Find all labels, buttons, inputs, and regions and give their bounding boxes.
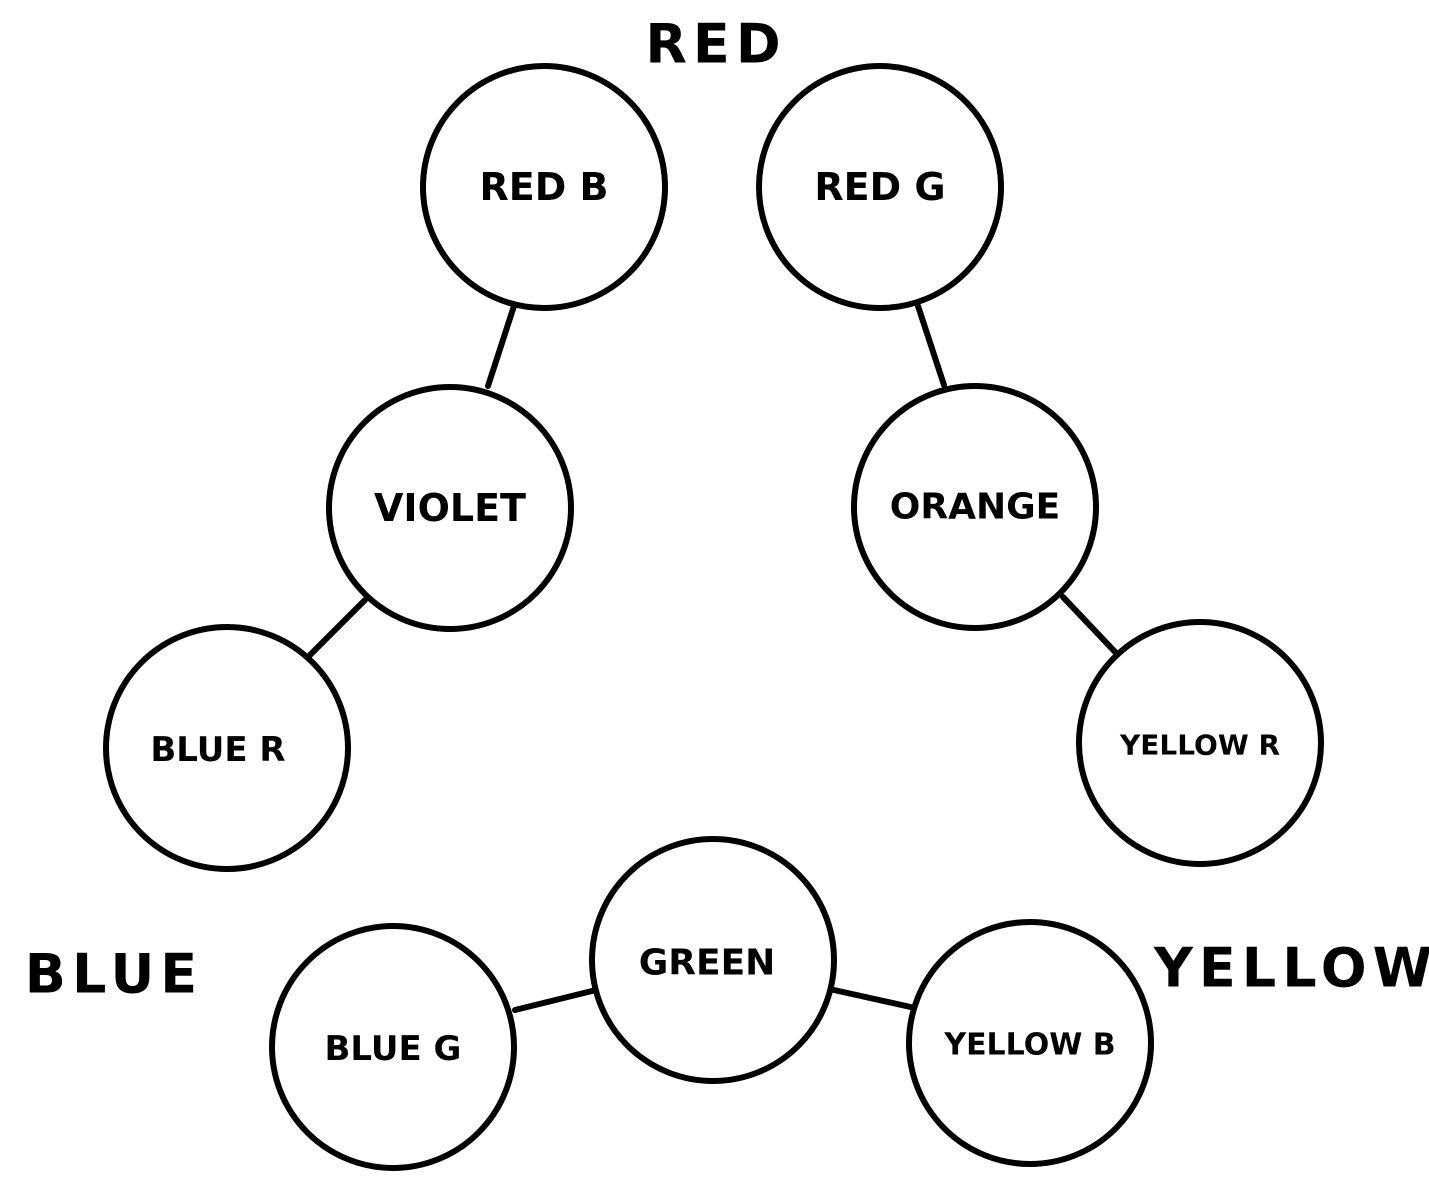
node-label-green: GREEN bbox=[639, 943, 776, 984]
node-yellow-r: YELLOW R bbox=[1076, 619, 1324, 867]
edge-violet-blue-r bbox=[303, 597, 368, 662]
node-orange: ORANGE bbox=[851, 383, 1099, 631]
node-label-blue-r: BLUE R bbox=[150, 730, 285, 770]
node-blue-r: BLUE R bbox=[103, 624, 351, 872]
corner-label-red: RED bbox=[645, 13, 786, 76]
edge-red-g-orange bbox=[915, 303, 947, 388]
corner-label-yellow: YELLOW bbox=[1153, 937, 1429, 1000]
node-label-violet: VIOLET bbox=[374, 486, 526, 530]
node-label-yellow-r: YELLOW R bbox=[1119, 729, 1280, 762]
edge-green-yellow-b bbox=[831, 987, 918, 1011]
edge-blue-g-green bbox=[512, 987, 599, 1013]
edge-red-b-violet bbox=[485, 303, 517, 389]
node-blue-g: BLUE G bbox=[269, 923, 517, 1171]
edges bbox=[303, 303, 1121, 1013]
corner-label-blue: BLUE bbox=[25, 943, 203, 1006]
node-label-red-g: RED G bbox=[814, 165, 945, 209]
node-label-red-b: RED B bbox=[480, 165, 609, 209]
node-yellow-b: YELLOW B bbox=[906, 919, 1154, 1167]
node-label-orange: ORANGE bbox=[890, 487, 1060, 528]
edge-orange-yellow-r bbox=[1060, 594, 1121, 658]
node-violet: VIOLET bbox=[326, 384, 574, 632]
node-green: GREEN bbox=[589, 836, 837, 1084]
node-label-yellow-b: YELLOW B bbox=[943, 1028, 1115, 1063]
node-label-blue-g: BLUE G bbox=[325, 1029, 462, 1069]
node-red-b: RED B bbox=[420, 63, 668, 311]
node-red-g: RED G bbox=[756, 63, 1004, 311]
